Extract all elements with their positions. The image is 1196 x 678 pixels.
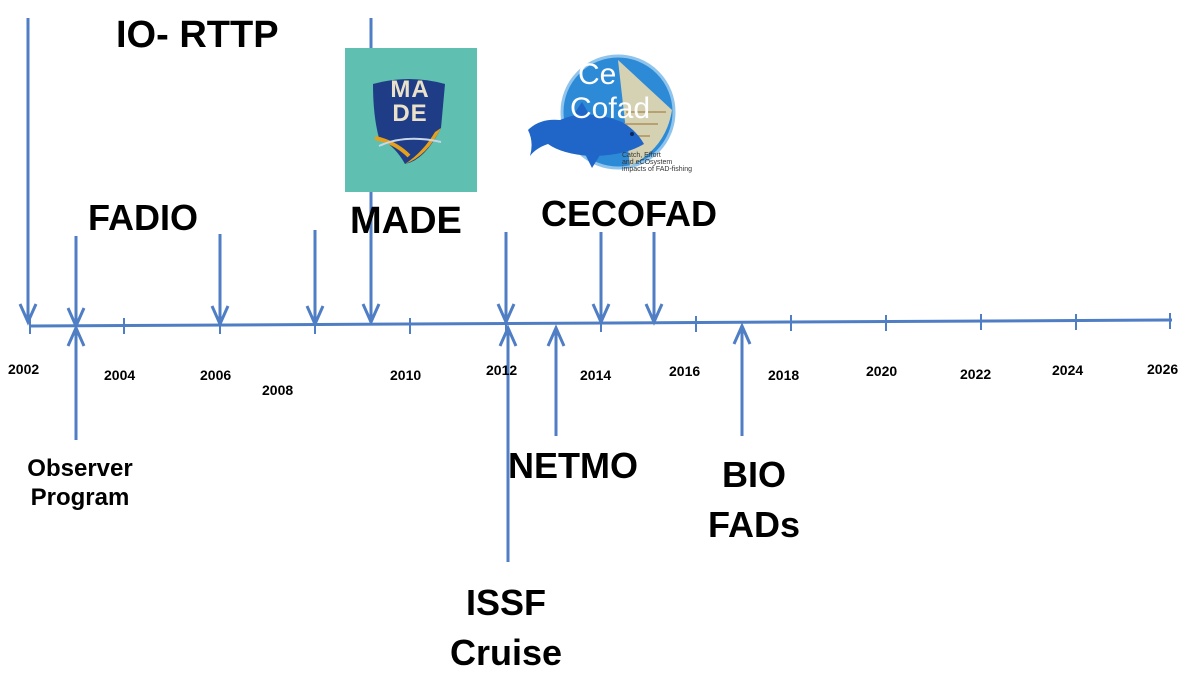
cecofad-caption-line1: Catch, Effort [622,152,661,159]
label-issf-cruise: ISSF Cruise [436,578,576,678]
cecofad-logo-text-line2: Cofad [570,92,651,125]
label-fadio: FADIO [88,197,199,238]
arrowhead-observer-up [66,324,86,347]
year-label-2016: 2016 [669,363,701,379]
arrowhead-2012-down [496,303,516,326]
year-label-2006: 2006 [200,367,232,383]
arrowhead-cecofad-1 [591,303,611,326]
year-label-2020: 2020 [866,363,898,379]
arrowhead-netmo-up [546,324,566,347]
label-io-rttp: IO- RTTP [116,14,279,56]
label-made: MADE [350,200,462,242]
label-issf: ISSF [465,582,546,623]
arrowhead-io-rttp [18,303,38,326]
label-cruise: Cruise [449,632,563,673]
cecofad-caption: Catch, Effort and eCOsystem impacts of F… [622,152,702,173]
year-label-2008: 2008 [262,382,294,398]
year-label-2024: 2024 [1052,362,1084,378]
label-observer-line2: Program [30,483,130,511]
arrowhead-cecofad-2 [644,303,664,326]
arrowhead-2008 [305,305,325,328]
label-observer-program: Observer Program [12,455,148,513]
arrowhead-bio-up [732,322,752,345]
year-label-2012: 2012 [486,362,518,378]
year-label-2002: 2002 [8,361,40,377]
year-label-2004: 2004 [104,367,136,383]
year-label-2018: 2018 [768,367,800,383]
cecofad-logo-text-line1: Ce [578,58,617,91]
made-logo-text: MA DE [375,78,445,126]
arrowhead-made [361,303,381,326]
year-label-2010: 2010 [390,367,422,383]
year-label-2026: 2026 [1147,361,1179,377]
cecofad-caption-line2: and eCOsystem [622,159,673,166]
label-fads: FADs [707,504,801,545]
label-bio: BIO [721,454,786,495]
cecofad-emblem-icon [528,54,676,170]
label-bio-fads: BIO FADs [698,450,810,550]
made-shield-icon [373,79,445,164]
arrowhead-issf-up [498,324,518,347]
year-label-2014: 2014 [580,367,612,383]
label-cecofad: CECOFAD [541,193,718,234]
label-observer-line1: Observer [27,455,133,482]
made-logo: MA DE [345,48,477,192]
label-netmo: NETMO [508,445,638,486]
arrowhead-fadio [210,305,230,328]
made-logo-text-line2: DE [392,100,428,127]
cecofad-caption-line3: impacts of FAD-fishing [622,166,693,173]
year-label-2022: 2022 [960,366,992,382]
made-logo-text-line1: MA [390,76,430,103]
